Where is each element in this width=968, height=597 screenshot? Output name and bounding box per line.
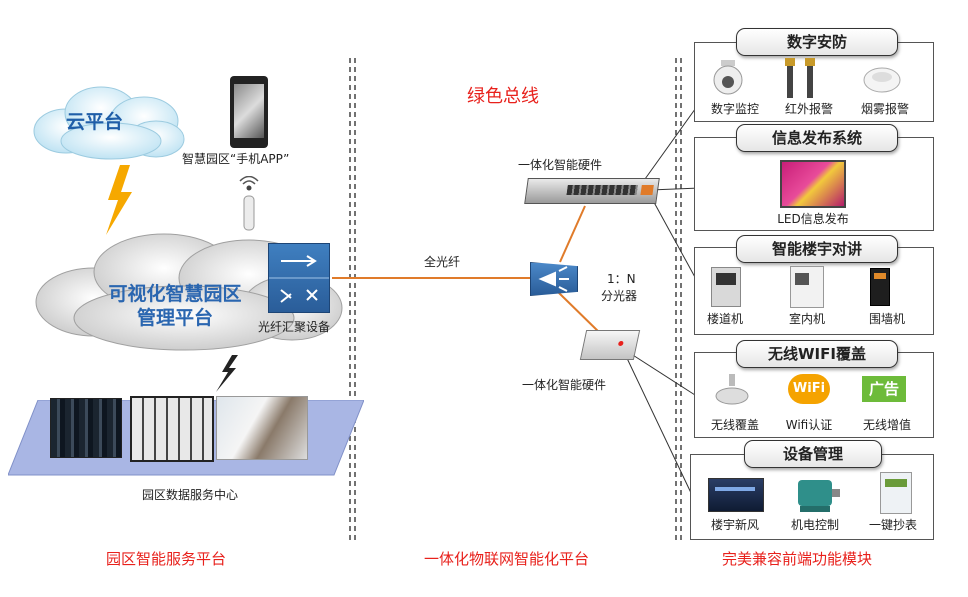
wifi-item-2: Wifi认证: [785, 418, 833, 432]
camera-icon: [713, 60, 743, 95]
link-wifi: [624, 349, 696, 396]
fiber-to-top-hardware: [559, 205, 586, 263]
corridor-unit-icon: [711, 267, 741, 307]
central-platform-line2: 管理平台: [136, 307, 213, 329]
info-release-item-1: LED信息发布: [777, 212, 849, 226]
intercom-item-1: 楼道机: [706, 312, 743, 326]
device-item-1: 楼宇新风: [710, 518, 759, 532]
data-center-label: 园区数据服务中心: [142, 488, 239, 502]
module-device-mgmt-title: 设备管理: [744, 440, 882, 468]
section-left-label: 园区智能服务平台: [106, 550, 227, 568]
wall-unit-icon: [870, 268, 890, 306]
security-item-3: 烟雾报警: [860, 102, 909, 116]
module-intercom-title: 智能楼宇对讲: [736, 235, 898, 263]
link-device: [624, 353, 693, 496]
wifi-badge-icon: WiFi: [788, 374, 830, 404]
ad-badge-icon: 广告: [862, 376, 906, 402]
led-screen-icon: [780, 160, 846, 208]
device-item-2: 机电控制: [790, 518, 839, 532]
link-security: [639, 104, 699, 187]
fiber-to-bottom-hardware: [557, 291, 604, 337]
splitter-label: 分光器: [601, 289, 638, 303]
section-middle-label: 一体化物联网智能化平台: [424, 550, 590, 568]
wifi-item-1: 无线覆盖: [710, 418, 759, 432]
antenna-icon: [239, 176, 259, 231]
hardware-top-label: 一体化智能硬件: [518, 158, 603, 172]
wifi-badge-text: WiFi: [792, 381, 826, 396]
splitter-ratio: 1：N: [607, 272, 636, 286]
link-info: [649, 187, 701, 191]
infrared-alarm-icon: [785, 58, 815, 98]
phone-icon: [230, 76, 268, 148]
security-item-1: 数字监控: [710, 102, 759, 116]
mobile-app-label: 智慧园区“手机APP”: [182, 152, 290, 166]
wifi-item-3: 无线增值: [862, 418, 911, 432]
cloud-platform-label: 云平台: [66, 111, 124, 133]
intercom-item-2: 室内机: [788, 312, 825, 326]
splitter-icon: [530, 262, 578, 296]
monitor-wall-photo: [130, 396, 214, 462]
central-platform-label: 可视化智慧园区 管理平台: [80, 282, 270, 330]
module-info-release-title: 信息发布系统: [736, 124, 898, 152]
hardware-bottom-label: 一体化智能硬件: [522, 378, 607, 392]
fiber-aggregation-label: 光纤汇聚设备: [258, 320, 331, 334]
indoor-unit-icon: [790, 266, 824, 308]
ventilation-panel-icon: [708, 478, 764, 512]
office-workers-photo: [216, 396, 308, 460]
wireless-ap-icon: [715, 374, 749, 405]
module-security-title: 数字安防: [736, 28, 898, 56]
security-item-2: 红外报警: [784, 102, 833, 116]
server-room-photo: [50, 398, 122, 458]
smoke-alarm-icon: [863, 67, 901, 93]
meter-icon: [880, 472, 912, 514]
fiber-aggregation-icon: [268, 243, 330, 313]
central-platform-line1: 可视化智慧园区: [108, 283, 242, 305]
device-item-3: 一键抄表: [868, 518, 917, 532]
motor-icon: [798, 480, 840, 512]
box-hardware-icon: [579, 330, 641, 360]
green-bus-label: 绿色总线: [467, 86, 539, 107]
module-wifi-title: 无线WIFI覆盖: [736, 340, 898, 368]
intercom-item-3: 围墙机: [868, 312, 905, 326]
fiber-link-label: 全光纤: [424, 255, 461, 269]
section-right-label: 完美兼容前端功能模块: [722, 550, 873, 568]
cloud-platform-shape: [33, 86, 185, 160]
ad-badge-text: 广告: [868, 380, 899, 398]
switch-hardware-icon: [524, 178, 660, 204]
lightning-bolt-bottom: [216, 355, 238, 392]
link-intercom: [649, 194, 703, 291]
lightning-bolt-top: [106, 165, 132, 235]
